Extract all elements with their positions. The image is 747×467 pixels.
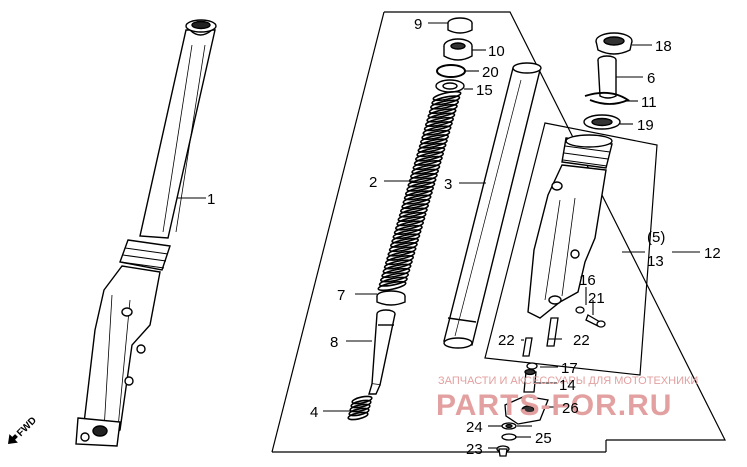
callout-2: 2	[369, 174, 377, 191]
spring-coil	[387, 246, 417, 257]
spring-coil	[350, 399, 372, 409]
spring-coil	[392, 229, 422, 240]
seal-stack	[583, 32, 633, 130]
spring-coil	[403, 190, 433, 201]
fwd-arrow: FWD	[8, 415, 39, 444]
spring-coil	[426, 112, 456, 123]
fork-tube	[443, 62, 542, 349]
callout-18: 18	[655, 38, 672, 55]
leader-lines	[177, 22, 700, 449]
spring-coil	[432, 90, 462, 102]
spring-coil	[401, 198, 431, 210]
spring-coil	[347, 411, 369, 421]
spring-coil	[397, 211, 427, 222]
spring-coil	[431, 95, 461, 106]
callout-9: 9	[414, 16, 422, 33]
fork-spring	[377, 90, 462, 292]
spring-coil	[428, 103, 458, 115]
top-cap-group	[435, 17, 473, 93]
spring-coil	[424, 116, 455, 127]
watermark-caption: ЗАПЧАСТИ И АКСЕССУАРЫ ДЛЯ МОТОТЕХНИКИ	[438, 375, 698, 387]
fwd-label: FWD	[15, 415, 39, 439]
bottom-hardware	[496, 362, 549, 457]
spring-coil	[423, 121, 453, 132]
spring-coil	[388, 242, 418, 253]
spring-coil	[378, 276, 408, 287]
spring-coil	[409, 168, 440, 179]
callout-26: 26	[562, 400, 579, 417]
spring-coil	[427, 108, 457, 119]
callout-1: 1	[207, 191, 215, 208]
callout-numbers: 1 2 3 4 (5) 6 7 8 9 10 11 12 13 14 15 16…	[207, 16, 721, 458]
callout-16: 16	[579, 272, 596, 289]
spring-coil	[402, 194, 432, 205]
callout-15: 15	[476, 82, 493, 99]
callout-10: 10	[488, 43, 505, 60]
spring-coil	[349, 403, 371, 413]
callout-14: 14	[559, 377, 576, 394]
spring-ring	[376, 290, 406, 306]
spring-coil	[382, 263, 412, 274]
spring-coil	[386, 250, 416, 261]
spring-coil	[416, 147, 446, 158]
spring-coil	[413, 155, 443, 166]
spring-coil	[418, 138, 448, 149]
spring-coil	[384, 255, 415, 266]
callout-25: 25	[535, 430, 552, 447]
callout-5: (5)	[647, 229, 665, 246]
spring-coil	[381, 267, 411, 279]
callout-8: 8	[330, 334, 338, 351]
spring-coil	[407, 177, 437, 188]
callout-19: 19	[637, 117, 654, 134]
spring-coil	[399, 203, 430, 214]
spring-coil	[419, 134, 450, 145]
spring-coil	[379, 272, 410, 283]
callout-23: 23	[466, 441, 483, 458]
callout-3: 3	[444, 176, 452, 193]
inner-slider-frame	[484, 122, 658, 376]
assembled-fork-leg	[75, 19, 217, 447]
spring-coil	[421, 129, 451, 140]
callout-13: 13	[647, 253, 664, 270]
callout-6: 6	[647, 70, 655, 87]
callout-12: 12	[704, 245, 721, 262]
callout-4: 4	[310, 404, 318, 421]
spring-coil	[422, 125, 452, 136]
spring-coil	[404, 185, 435, 197]
spring-coil	[348, 407, 370, 417]
spring-coil	[429, 99, 460, 110]
callout-20: 20	[482, 64, 499, 81]
fork-slider	[527, 134, 613, 319]
spring-coil	[414, 151, 445, 162]
spring-coil	[417, 142, 447, 153]
spring-coil	[391, 233, 421, 244]
callout-21: 21	[588, 290, 605, 307]
spring-coil	[389, 237, 420, 248]
spring-coil	[383, 259, 413, 270]
spring-coil	[406, 181, 436, 192]
spring-coil	[411, 164, 441, 175]
rebound-spring	[347, 395, 373, 421]
callout-22b: 22	[573, 332, 590, 349]
spring-coil	[396, 216, 426, 227]
fwd-arrow-icon	[8, 434, 18, 444]
callout-11: 11	[641, 94, 657, 111]
callout-22a: 22	[498, 332, 515, 349]
spring-coil	[412, 160, 442, 171]
callout-17: 17	[561, 360, 578, 377]
callout-7: 7	[337, 287, 345, 304]
spring-coil	[377, 280, 407, 292]
spring-coil	[394, 220, 425, 231]
outer-boundary-frame	[271, 11, 726, 453]
spring-coil	[398, 207, 428, 218]
spring-coil	[351, 395, 373, 405]
spring-coil	[393, 224, 423, 235]
watermark: ЗАПЧАСТИ И АКСЕССУАРЫ ДЛЯ МОТОТЕХНИКИ PA…	[436, 375, 698, 422]
watermark-brand: PARTS-FOR.RU	[436, 389, 672, 422]
callout-24: 24	[466, 419, 483, 436]
damper-rod	[368, 309, 396, 395]
